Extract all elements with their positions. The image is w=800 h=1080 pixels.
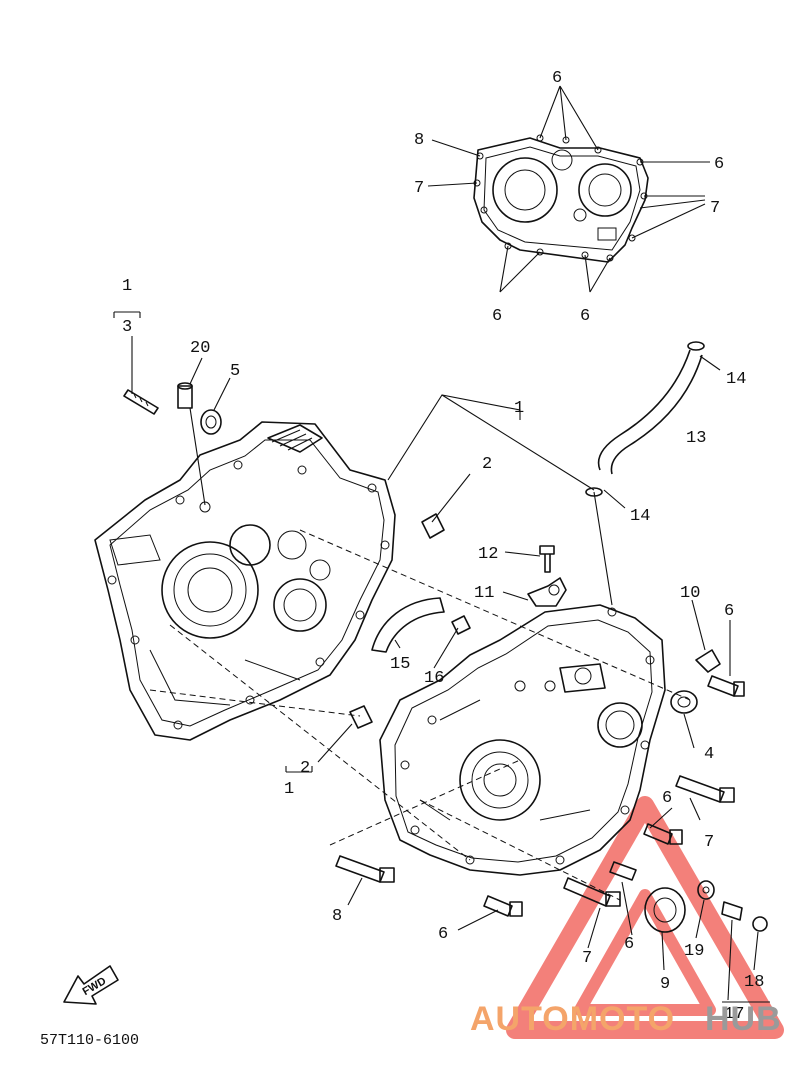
screw-12 <box>539 545 555 573</box>
callout-3: 3 <box>122 318 132 337</box>
bolt-8-lower <box>335 855 395 883</box>
dowel-pin-20 <box>177 382 193 409</box>
callout-2-mid: 2 <box>482 455 492 474</box>
callout-6-inset-bottom-left: 6 <box>492 307 502 326</box>
callout-6-right: 6 <box>724 602 734 621</box>
right-crankcase-half <box>379 604 666 876</box>
callout-10: 10 <box>680 584 700 603</box>
callout-leader-lines <box>113 311 770 1003</box>
bolt-6-right <box>707 675 745 697</box>
callout-1-top: 1 <box>122 277 132 296</box>
callout-labels: 1 3 20 5 6 8 7 6 7 6 6 1 2 14 13 14 12 1… <box>122 69 764 1024</box>
callout-7-inset-right: 7 <box>710 199 720 218</box>
callout-7-low: 7 <box>582 949 592 968</box>
oil-seal-5 <box>200 409 222 435</box>
dowel-pin-2-lower <box>349 705 373 729</box>
callout-13: 13 <box>686 429 706 448</box>
callout-6-right-2: 6 <box>662 789 672 808</box>
clip-10 <box>695 649 721 673</box>
callout-1-low: 1 <box>284 780 294 799</box>
crankcase-inset-outline <box>473 134 649 263</box>
callout-6-low: 6 <box>438 925 448 944</box>
oil-seal-9 <box>644 887 686 933</box>
callout-11: 11 <box>474 584 494 603</box>
watermark-logo: AUTOMOTO HUB <box>470 1000 782 1038</box>
callout-20: 20 <box>190 339 210 358</box>
left-crankcase-half <box>94 421 396 741</box>
callout-17: 17 <box>724 1005 744 1024</box>
callout-16: 16 <box>424 669 444 688</box>
callout-5: 5 <box>230 362 240 381</box>
bolt-7-right <box>675 775 735 803</box>
dowel-pin-2-upper <box>421 513 445 539</box>
watermark-text-part2: HUB <box>705 1000 782 1038</box>
hose-13 <box>597 349 703 475</box>
watermark-text-part1: AUTOMOTO <box>470 1000 675 1038</box>
callout-15: 15 <box>390 655 410 674</box>
callout-8-low: 8 <box>332 907 342 926</box>
stud-bolt-3 <box>123 389 159 415</box>
bolt-6-lower <box>483 895 523 917</box>
callout-6-inset-top: 6 <box>552 69 562 88</box>
hose-clamp-14-top <box>687 341 705 351</box>
bolt-6-lower-right <box>643 823 683 845</box>
bracket-15 <box>371 597 445 653</box>
callout-6-low-2: 6 <box>624 935 634 954</box>
callout-9: 9 <box>660 975 670 994</box>
callout-1-mid: 1 <box>514 399 524 418</box>
screw-18 <box>752 916 768 932</box>
fwd-arrow-icon: FWD <box>63 965 119 1005</box>
watermark-triangle-icon <box>506 796 784 1039</box>
document-code: 57T110-6100 <box>40 1032 139 1049</box>
callout-4: 4 <box>704 745 714 764</box>
inset-leader-lines <box>427 85 710 293</box>
callout-6-inset-bottom-right: 6 <box>580 307 590 326</box>
callout-7-right: 7 <box>704 833 714 852</box>
callout-12: 12 <box>478 545 498 564</box>
plug-17 <box>721 901 743 921</box>
hose-clamp-14-mid <box>585 487 603 497</box>
callout-6-inset-right: 6 <box>714 155 724 174</box>
assembly-dashed-lines <box>149 529 691 901</box>
fitting-11 <box>527 577 567 607</box>
screw-16 <box>451 615 471 635</box>
washer-19 <box>697 880 715 900</box>
bolt-6-pair <box>563 861 637 907</box>
callout-19: 19 <box>684 942 704 961</box>
callout-7-inset-left: 7 <box>414 179 424 198</box>
callout-8-inset: 8 <box>414 131 424 150</box>
callout-2-low: 2 <box>300 759 310 778</box>
callout-18: 18 <box>744 973 764 992</box>
callout-14-mid: 14 <box>630 507 650 526</box>
oil-seal-4 <box>670 690 698 714</box>
callout-14-top: 14 <box>726 370 746 389</box>
